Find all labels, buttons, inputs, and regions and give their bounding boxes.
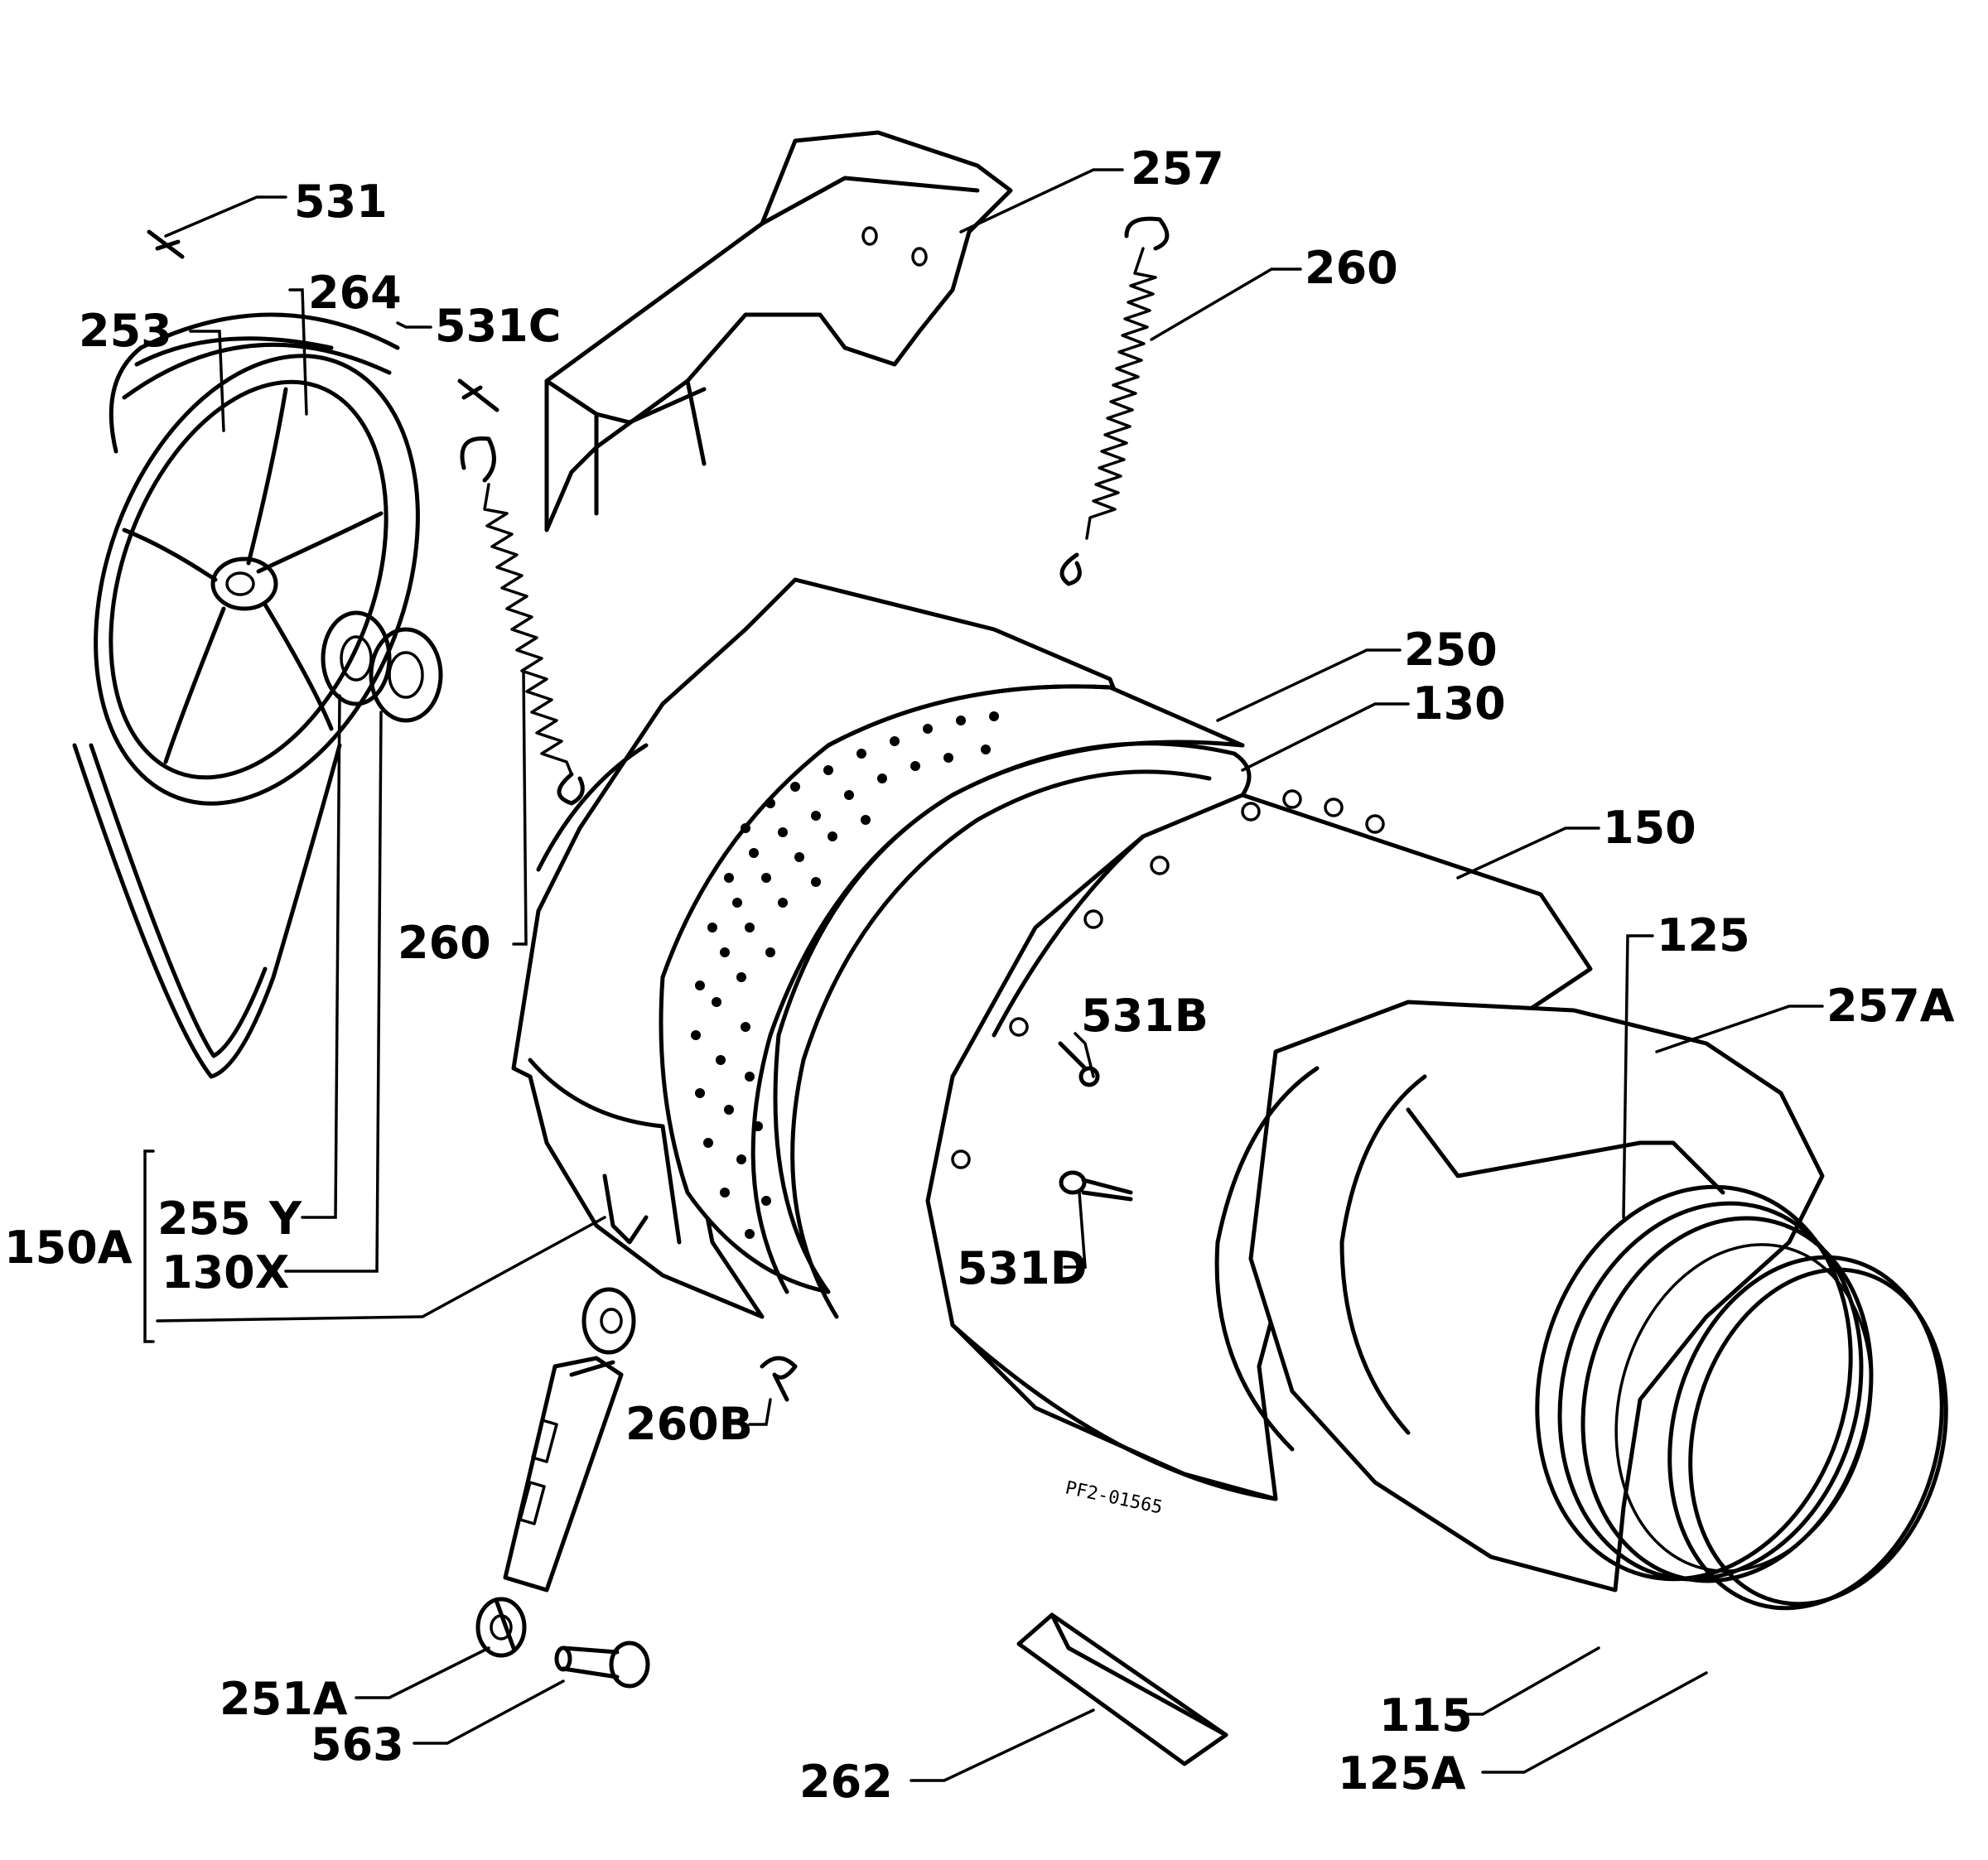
leader-lines xyxy=(143,168,1824,1782)
label-255: 255 xyxy=(157,1193,251,1245)
label-563: 563 xyxy=(311,1718,404,1771)
label-253: 253 xyxy=(79,305,172,357)
label-150: 150 xyxy=(1603,802,1696,854)
screw-531c xyxy=(457,378,499,412)
drum-pulley xyxy=(94,336,420,806)
drawing-stamp: PF2-01565 xyxy=(1064,1477,1165,1518)
foot-262 xyxy=(1016,1612,1228,1766)
tub-seal-130 xyxy=(750,741,1252,1319)
tub-front-257a xyxy=(1214,1000,1825,1593)
label-260b: 260B xyxy=(625,1398,753,1450)
pin-563 xyxy=(554,1641,650,1689)
label-125: 125 xyxy=(1657,909,1750,961)
label-531b: 531B xyxy=(1081,990,1209,1042)
label-115: 115 xyxy=(1379,1689,1473,1742)
label-150a: 150A xyxy=(4,1222,133,1274)
label-257a: 257A xyxy=(1826,980,1955,1032)
part-labels: 531 257 260 253 264 531C 250 130 150 125… xyxy=(4,142,1955,1808)
clamp-ring-125a xyxy=(1667,1255,1948,1611)
drum-perforations xyxy=(691,711,999,1239)
label-262: 262 xyxy=(799,1756,893,1808)
clip-260b xyxy=(760,1356,798,1402)
front-tub-150 xyxy=(925,789,1593,1501)
label-264: 264 xyxy=(308,267,402,319)
screw-531b xyxy=(1058,1041,1100,1087)
counterweight-257 xyxy=(544,130,1013,532)
label-531d: 531D xyxy=(957,1242,1088,1294)
label-257: 257 xyxy=(1131,142,1224,195)
label-531: 531 xyxy=(294,176,388,228)
spring-260-top xyxy=(1059,216,1170,586)
bolt-531d xyxy=(1059,1170,1133,1202)
drive-belt xyxy=(72,312,400,1079)
shock-absorber-251a xyxy=(475,1287,636,1658)
label-130x: 130X xyxy=(162,1246,289,1299)
label-255-y: Y xyxy=(268,1193,302,1245)
drum-bearings xyxy=(321,610,443,723)
label-250: 250 xyxy=(1404,624,1498,676)
label-251a: 251A xyxy=(220,1673,348,1725)
label-531c: 531C xyxy=(435,300,561,352)
label-260-left: 260 xyxy=(398,917,491,969)
front-tub-bolts xyxy=(951,789,1385,1169)
screw-531 xyxy=(147,229,185,259)
door-seal-125 xyxy=(1535,1184,1874,1583)
label-130: 130 xyxy=(1412,677,1506,730)
label-125a: 125A xyxy=(1338,1747,1466,1800)
spring-260-left xyxy=(460,436,585,806)
label-260-top: 260 xyxy=(1305,242,1398,294)
